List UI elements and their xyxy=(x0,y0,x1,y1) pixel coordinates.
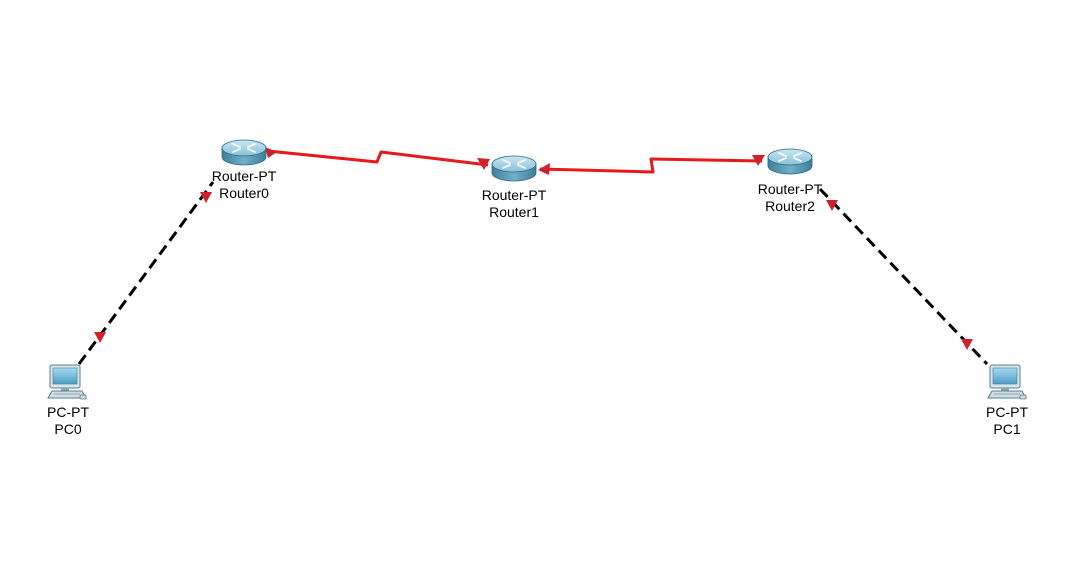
port-down-indicator[interactable] xyxy=(265,147,277,158)
router0-label[interactable]: Router-PT Router0 xyxy=(184,168,304,202)
pc0-name: PC0 xyxy=(54,421,82,437)
port-down-indicator[interactable] xyxy=(477,158,490,170)
pc1-label[interactable]: PC-PT PC1 xyxy=(947,404,1067,438)
link-router1-router2[interactable] xyxy=(539,157,763,174)
pc0-label[interactable]: PC-PT PC0 xyxy=(8,404,128,438)
router2-router-icon[interactable] xyxy=(767,148,813,175)
port-down-indicator[interactable] xyxy=(538,163,550,175)
router0-name: Router0 xyxy=(219,185,269,201)
pc0-computer-icon[interactable] xyxy=(47,364,87,400)
router2-model: Router-PT xyxy=(757,181,823,197)
port-indicators xyxy=(94,147,973,350)
port-down-indicator[interactable] xyxy=(94,332,106,343)
router1-name: Router1 xyxy=(489,204,539,220)
pc0-model: PC-PT xyxy=(47,404,89,420)
link-router0-router1[interactable] xyxy=(267,149,489,167)
pc1-name: PC1 xyxy=(993,421,1021,437)
port-down-indicator[interactable] xyxy=(752,155,765,166)
router0-router-icon[interactable] xyxy=(221,139,267,166)
router2-label[interactable]: Router-PT Router2 xyxy=(730,181,850,215)
pc1-model: PC-PT xyxy=(986,404,1028,420)
router0-model: Router-PT xyxy=(211,168,277,184)
router2-name: Router2 xyxy=(765,198,815,214)
router1-label[interactable]: Router-PT Router1 xyxy=(454,187,574,221)
link-router2-pc1[interactable] xyxy=(818,187,989,366)
pc1-computer-icon[interactable] xyxy=(987,364,1027,400)
port-down-indicator[interactable] xyxy=(961,339,973,350)
router1-router-icon[interactable] xyxy=(491,155,537,182)
router1-model: Router-PT xyxy=(481,187,547,203)
port-down-indicator[interactable] xyxy=(826,200,838,211)
port-down-indicator[interactable] xyxy=(200,192,212,203)
